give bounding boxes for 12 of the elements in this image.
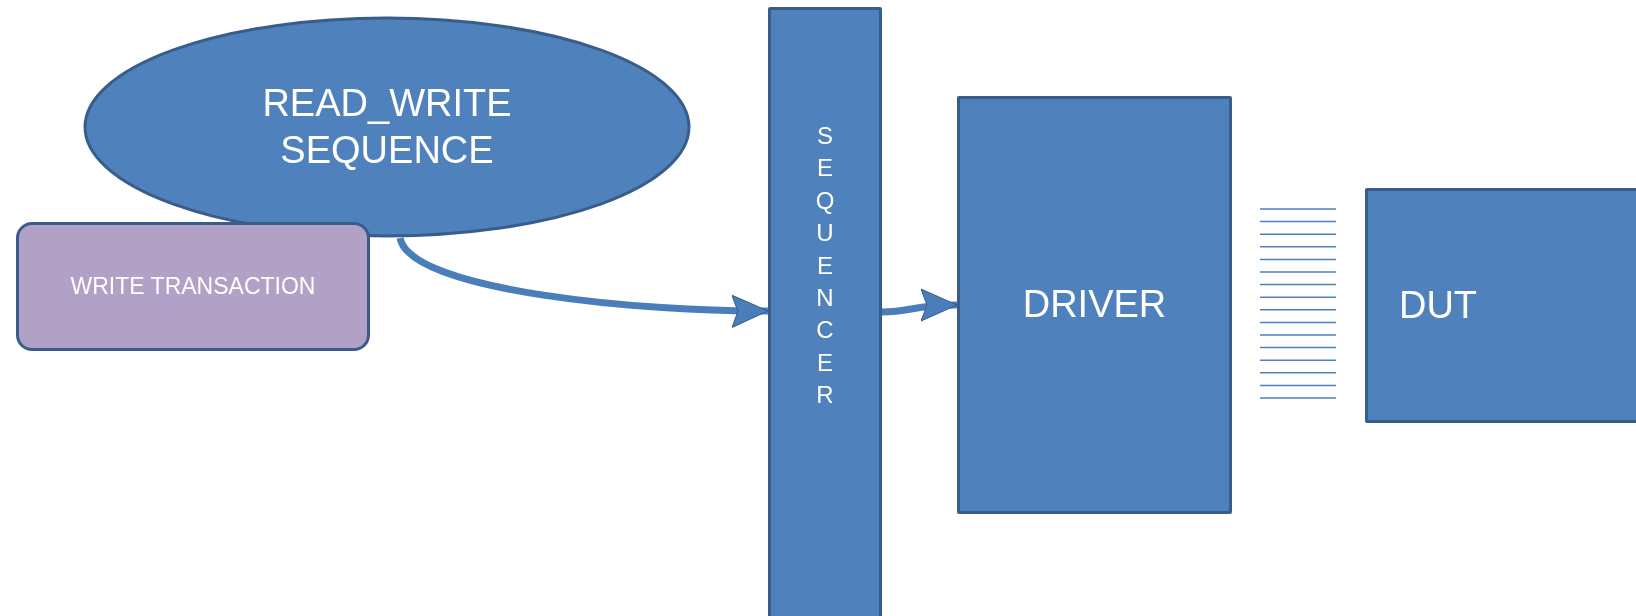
node-label: WRITE TRANSACTION — [70, 272, 316, 301]
node-label: DUT — [1398, 282, 1478, 328]
node-label: DRIVER — [1022, 282, 1167, 328]
rounded-box — [16, 222, 370, 351]
node-label: SEQUENCER — [814, 121, 836, 411]
process-box — [1365, 188, 1636, 423]
arrow — [396, 236, 769, 328]
node-label: READ_WRITE SEQUENCE — [261, 80, 513, 173]
arrow — [881, 289, 958, 322]
vertical-bar — [768, 7, 882, 616]
process-box — [957, 96, 1232, 514]
ellipse-node — [83, 16, 691, 238]
